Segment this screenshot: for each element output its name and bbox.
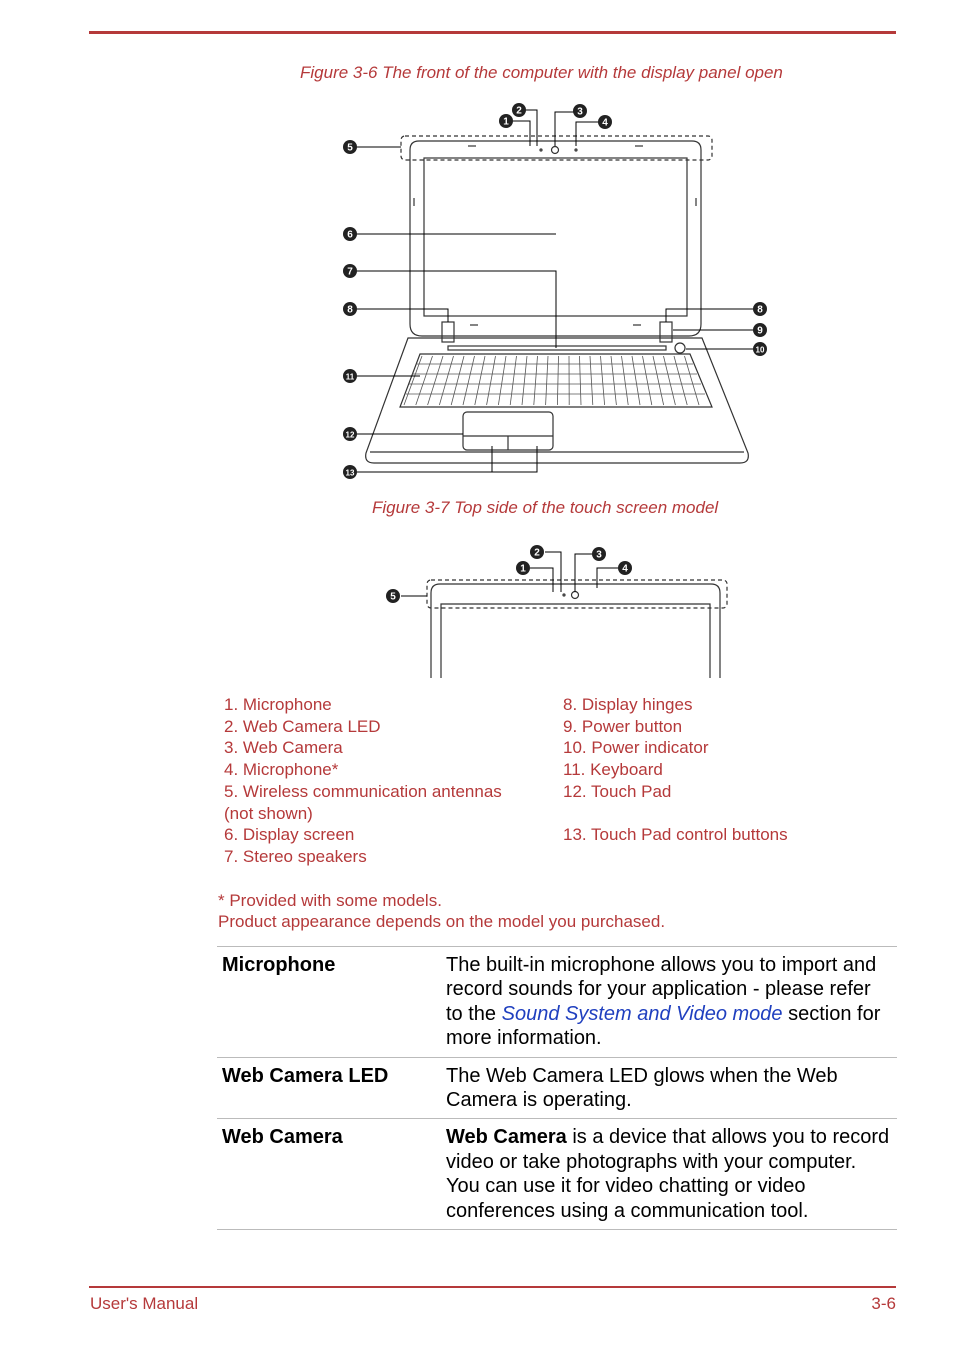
callout-number: 1 [503, 117, 509, 128]
legend-item: 5. Wireless communication antennas [224, 781, 502, 801]
callout-marker [343, 369, 357, 383]
callout-number: 3 [596, 550, 602, 561]
legend-item: 1. Microphone [224, 695, 332, 714]
legend-item: 11. Keyboard [563, 760, 663, 780]
callout-number: 2 [516, 106, 522, 117]
touchscreen-top-illustration: 12 3 4 5 [386, 545, 728, 678]
header-rule [89, 31, 896, 34]
component-description-table: Microphone The built-in microphone allow… [217, 946, 897, 1230]
callout-marker [343, 427, 357, 441]
desc-web-camera: Web Camera is a device that allows you t… [446, 1126, 890, 1222]
legend-item: 6. Display screen [224, 825, 355, 845]
callout-number: 6 [347, 230, 353, 241]
figure-3-7-caption: Figure 3-7 Top side of the touch screen … [372, 498, 719, 517]
table-row: Web Camera Web Camera is a device that a… [217, 1119, 897, 1230]
callout-marker [753, 323, 767, 337]
legend-item: 13. Touch Pad control buttons [563, 825, 788, 845]
desc-microphone: The built-in microphone allows you to im… [446, 954, 881, 1050]
footer-rule [89, 1286, 896, 1288]
callout-number: 13 [346, 469, 355, 478]
callout-marker [343, 465, 357, 479]
callout-marker [343, 302, 357, 316]
callout-marker [598, 115, 612, 129]
callout-number: 9 [757, 326, 763, 337]
legend-item: 12. Touch Pad [563, 781, 672, 801]
callout-number: 11 [346, 373, 355, 382]
legend-item: 7. Stereo speakers [224, 846, 367, 866]
callout-marker [386, 589, 400, 603]
callout-marker [618, 561, 632, 575]
legend-item: 3. Web Camera [224, 738, 343, 758]
term-microphone: Microphone [222, 954, 336, 976]
callout-number: 5 [347, 143, 353, 154]
callout-marker [343, 227, 357, 241]
figure-3-6-caption: Figure 3-6 The front of the computer wit… [300, 63, 783, 82]
callout-marker [530, 545, 544, 559]
callout-marker [512, 103, 526, 117]
callout-marker [573, 104, 587, 118]
callout-number: 7 [347, 267, 353, 278]
legend-item: 2. Web Camera LED [224, 716, 381, 736]
callout-number: 10 [756, 346, 765, 355]
callout-marker [753, 302, 767, 316]
callout-number: 3 [577, 107, 583, 118]
callout-marker [753, 342, 767, 356]
sound-system-link[interactable]: Sound System and Video mode [501, 1002, 783, 1025]
callout-marker [343, 140, 357, 154]
table-row: Microphone The built-in microphone allow… [217, 946, 897, 1058]
note-appearance: Product appearance depends on the model … [218, 912, 666, 931]
callout-number: 4 [622, 564, 628, 575]
callout-marker [343, 264, 357, 278]
legend-item: (not shown) [224, 803, 313, 823]
legend-item: 8. Display hinges [563, 695, 693, 714]
legend-item: 10. Power indicator [563, 738, 709, 758]
footer-title: User's Manual [90, 1294, 199, 1313]
callout-marker [516, 561, 530, 575]
callout-number: 4 [602, 118, 608, 129]
callout-number: 2 [534, 548, 540, 559]
page-number: 3-6 [871, 1294, 896, 1313]
callout-number: 8 [347, 305, 353, 316]
callout-number: 5 [390, 592, 396, 603]
callout-number: 1 [520, 564, 526, 575]
legend-right-column: 8. Display hinges 9. Power button 10. Po… [563, 694, 788, 846]
term-web-camera: Web Camera [222, 1126, 343, 1149]
desc-web-camera-led: The Web Camera LED glows when the Web Ca… [446, 1064, 838, 1112]
legend-item: 9. Power button [563, 716, 683, 736]
callout-marker [499, 114, 513, 128]
note-provided: * Provided with some models. [218, 891, 442, 910]
callout-number: 12 [346, 431, 355, 440]
legend-left-column: 1. Microphone 2. Web Camera LED 3. Web C… [224, 694, 502, 868]
callout-marker [592, 547, 606, 561]
term-web-camera-led: Web Camera LED [222, 1064, 389, 1087]
legend-item: 4. Microphone* [224, 760, 339, 780]
callout-number: 8 [757, 305, 763, 316]
table-row: Web Camera LED The Web Camera LED glows … [217, 1057, 897, 1119]
